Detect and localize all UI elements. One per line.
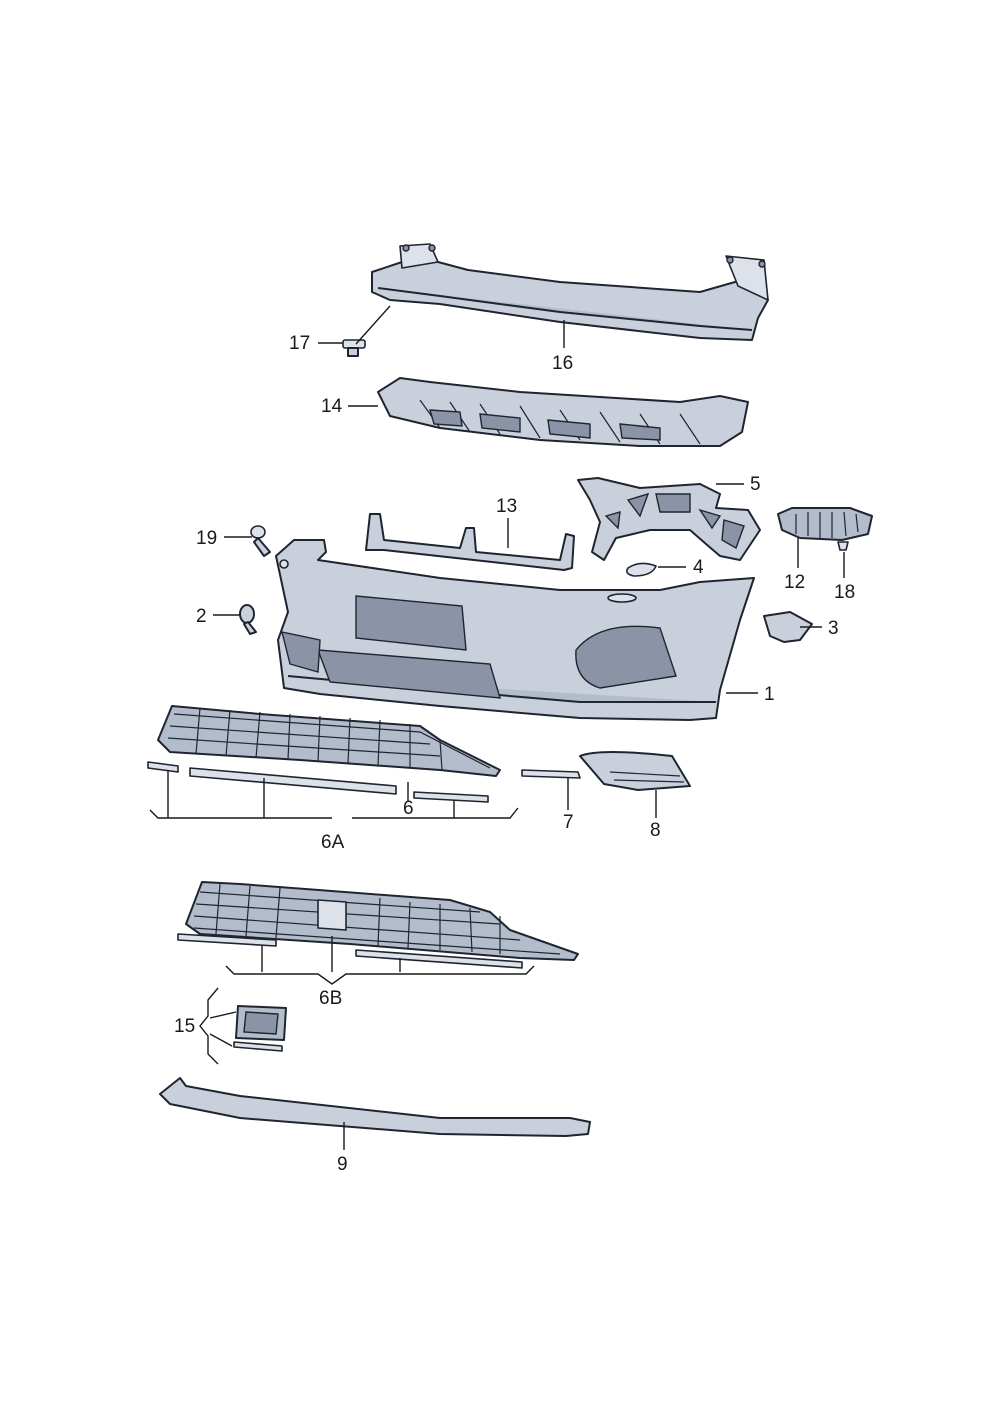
part-4-cap	[626, 562, 657, 577]
label-4: 4	[693, 557, 704, 578]
part-8-side-grille	[579, 751, 691, 791]
label-16: 16	[552, 353, 573, 374]
grille-trim-strips-6a	[147, 761, 489, 803]
label-6b: 6B	[319, 988, 342, 1009]
part-6-grille	[157, 705, 501, 777]
label-17: 17	[289, 333, 310, 354]
part-18-clip	[837, 541, 849, 551]
label-9: 9	[337, 1154, 348, 1175]
part-labels: 17 16 14 5 13 19 4 12 18 2 3 1 6 7 8 6A …	[174, 333, 855, 1175]
label-6: 6	[403, 798, 414, 819]
label-1: 1	[764, 684, 775, 705]
label-13: 13	[496, 496, 517, 517]
part-9-spoiler-lip	[159, 1077, 591, 1137]
label-2: 2	[196, 606, 207, 627]
part-16-bumper-bar	[371, 243, 769, 341]
part-1-bumper-cover	[275, 539, 755, 721]
part-17-bolt	[342, 339, 366, 357]
label-19: 19	[196, 528, 217, 549]
label-5: 5	[750, 474, 761, 495]
part-2-plug	[239, 604, 257, 635]
grille-trim-strips-6b	[177, 933, 523, 969]
label-8: 8	[650, 820, 661, 841]
label-18: 18	[834, 582, 855, 603]
part-19-screw	[250, 525, 271, 557]
part-3-bracket	[763, 611, 813, 643]
label-3: 3	[828, 618, 839, 639]
part-13-upper-bracket	[365, 513, 575, 571]
label-7: 7	[563, 812, 574, 833]
label-12: 12	[784, 572, 805, 593]
label-6a: 6A	[321, 832, 345, 853]
part-7-trim-strip	[521, 769, 581, 779]
label-15: 15	[174, 1016, 195, 1037]
part-12-guide-bracket	[777, 507, 873, 541]
part-15-cover-set	[233, 1005, 287, 1052]
part-14-energy-absorber	[377, 377, 749, 447]
label-14: 14	[321, 396, 343, 417]
grille-variant-6b	[185, 881, 579, 961]
leader-lines	[149, 305, 845, 1150]
part-5-side-bracket	[577, 477, 761, 561]
